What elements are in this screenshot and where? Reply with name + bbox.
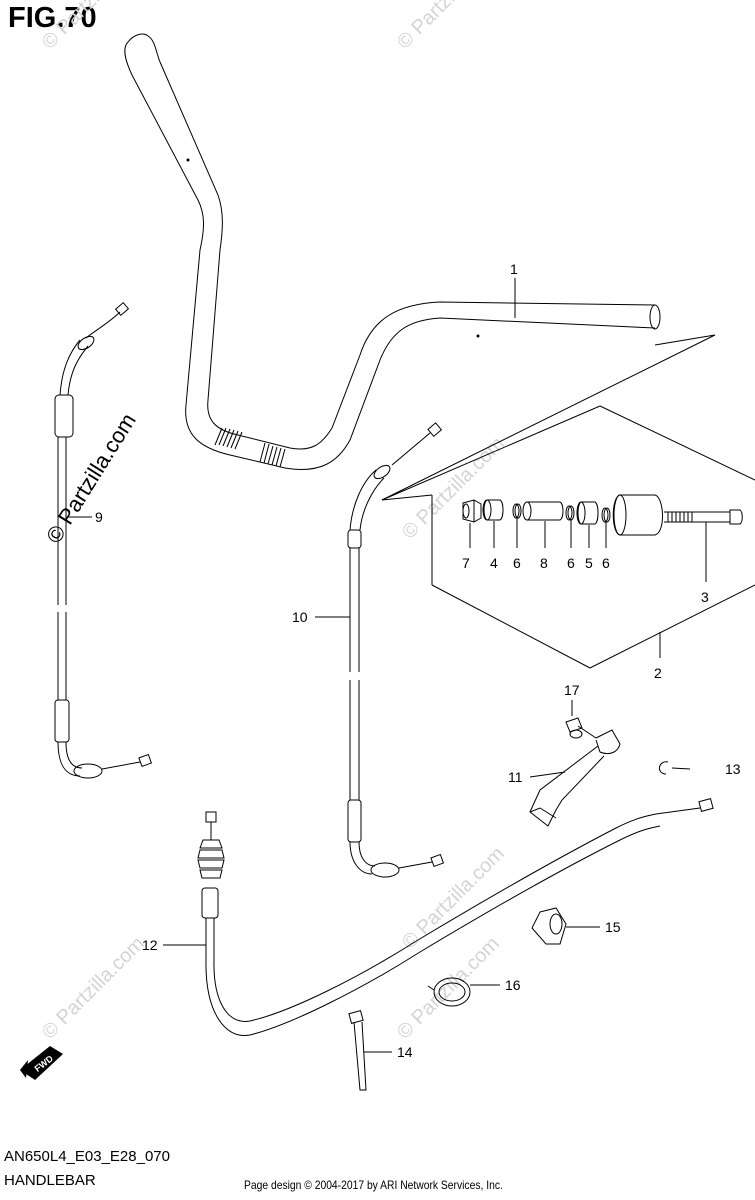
callout-3: 3 (701, 589, 709, 605)
callout-9: 9 (95, 509, 103, 525)
callout-7: 7 (462, 555, 470, 571)
callout-6a: 6 (513, 555, 521, 571)
handlebar (124, 33, 661, 471)
band-16 (427, 977, 471, 1007)
callout-13: 13 (725, 761, 741, 777)
figure-title: FIG.70 (8, 2, 97, 34)
callout-4: 4 (490, 555, 498, 571)
cable-12 (197, 798, 714, 1037)
fwd-arrow-icon: FWD (20, 1046, 63, 1080)
callout-14: 14 (397, 1044, 413, 1060)
model-code: AN650L4_E03_E28_070 (4, 1148, 170, 1165)
callout-12: 12 (142, 937, 158, 953)
cable-9 (54, 302, 153, 779)
callout-2: 2 (654, 665, 662, 681)
cable-10 (347, 422, 445, 878)
figure-name: HANDLEBAR (4, 1172, 96, 1189)
balancer-parts (462, 494, 743, 536)
watermark: © Partzilla.com (393, 0, 504, 54)
callout-6c: 6 (602, 555, 610, 571)
callout-10: 10 (292, 609, 308, 625)
tie-14 (348, 1010, 367, 1091)
callout-11: 11 (508, 769, 523, 785)
callout-1: 1 (510, 261, 518, 277)
callout-16: 16 (505, 977, 521, 993)
callout-8: 8 (540, 555, 548, 571)
balancer-exploded-frame (381, 334, 755, 669)
clamp-15 (531, 907, 567, 945)
handlebar-knurling (214, 427, 286, 468)
clip-13 (659, 761, 691, 775)
watermark: © Partzilla.com (38, 933, 149, 1044)
watermark-group: © Partzilla.com © Partzilla.com © Partzi… (38, 0, 509, 1044)
bracket-11 (529, 717, 621, 827)
watermark: © Partzilla.com (38, 0, 149, 54)
callout-15: 15 (605, 919, 621, 935)
watermark: © Partzilla.com (398, 433, 509, 544)
watermark-main: © Partzilla.com (41, 409, 141, 548)
callout-17: 17 (564, 682, 580, 698)
callout-5: 5 (585, 555, 593, 571)
copyright-notice: Page design © 2004-2017 by ARI Network S… (244, 1178, 503, 1192)
callout-6b: 6 (567, 555, 575, 571)
